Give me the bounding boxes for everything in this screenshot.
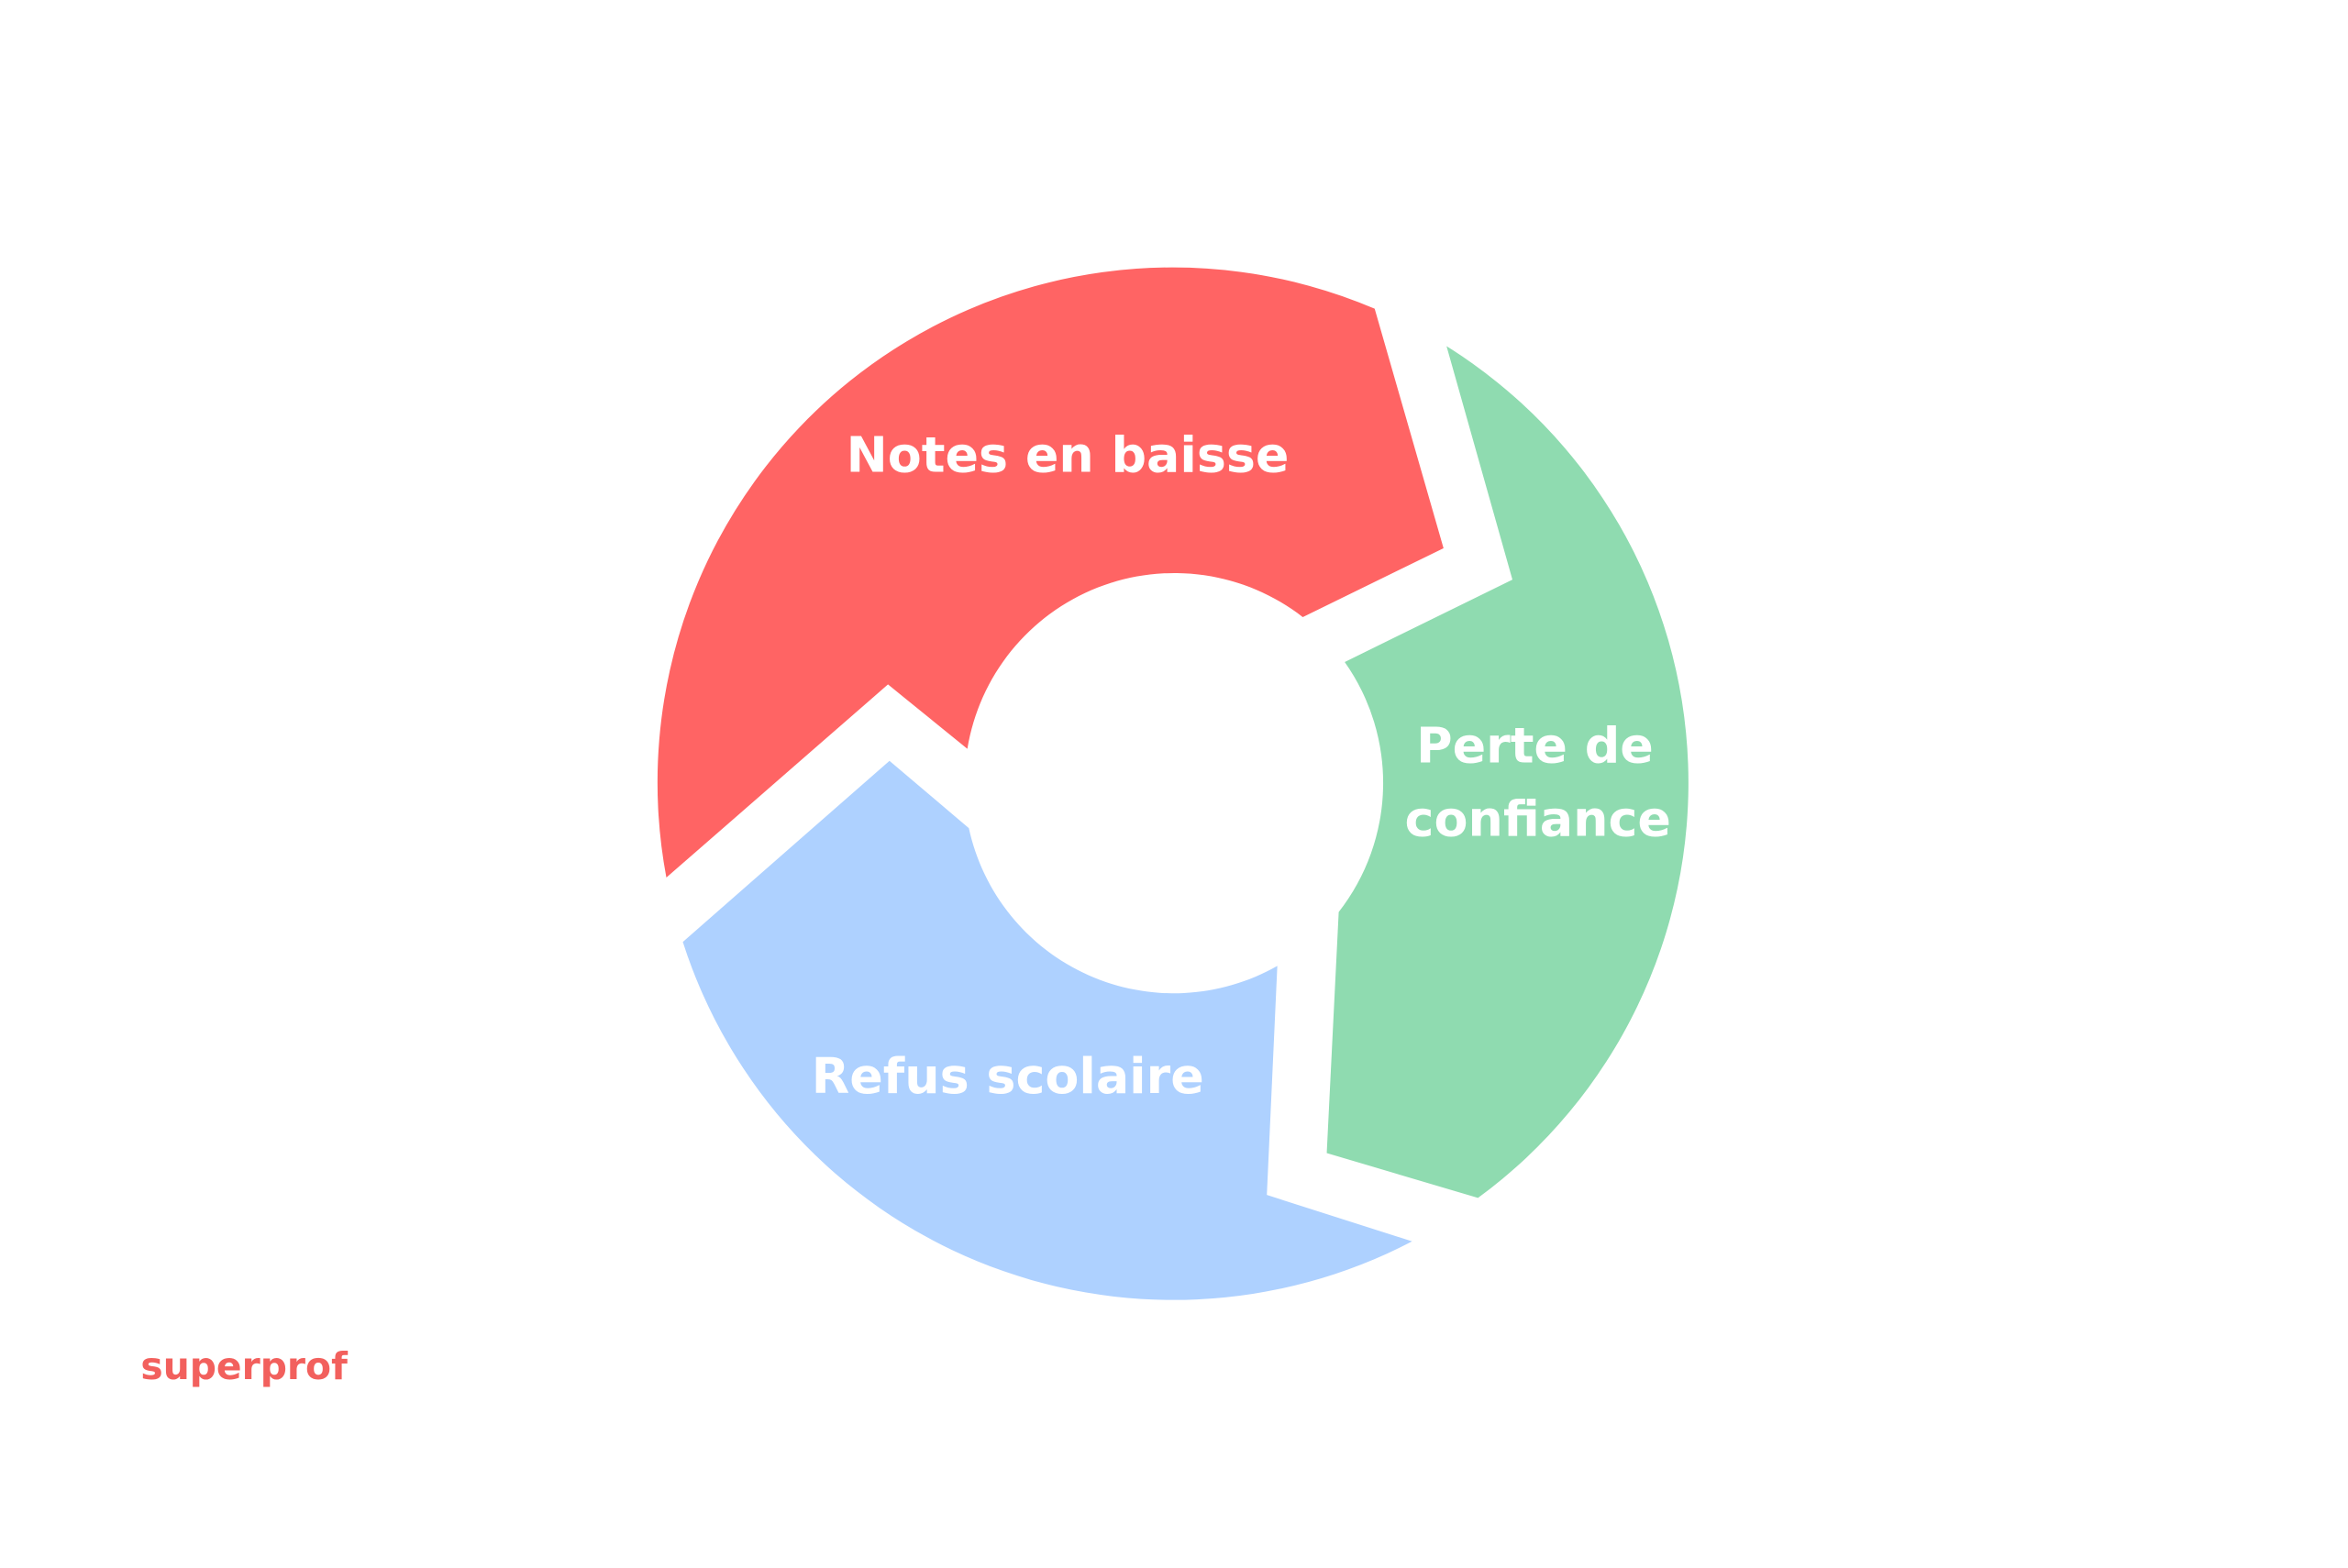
segment-notes-en-baisse (657, 267, 1444, 878)
superprof-logo: superprof (140, 1344, 349, 1388)
segment-refus-scolaire (682, 760, 1412, 1300)
segment-label-perte-de: Perte de (1416, 716, 1654, 774)
segment-perte-de-confiance (1326, 346, 1689, 1198)
segment-label-confiance: confiance (1405, 790, 1671, 847)
segment-label-notes-en-baisse: Notes en baisse (847, 426, 1290, 484)
segment-label-refus-scolaire: Refus scolaire (812, 1047, 1204, 1105)
